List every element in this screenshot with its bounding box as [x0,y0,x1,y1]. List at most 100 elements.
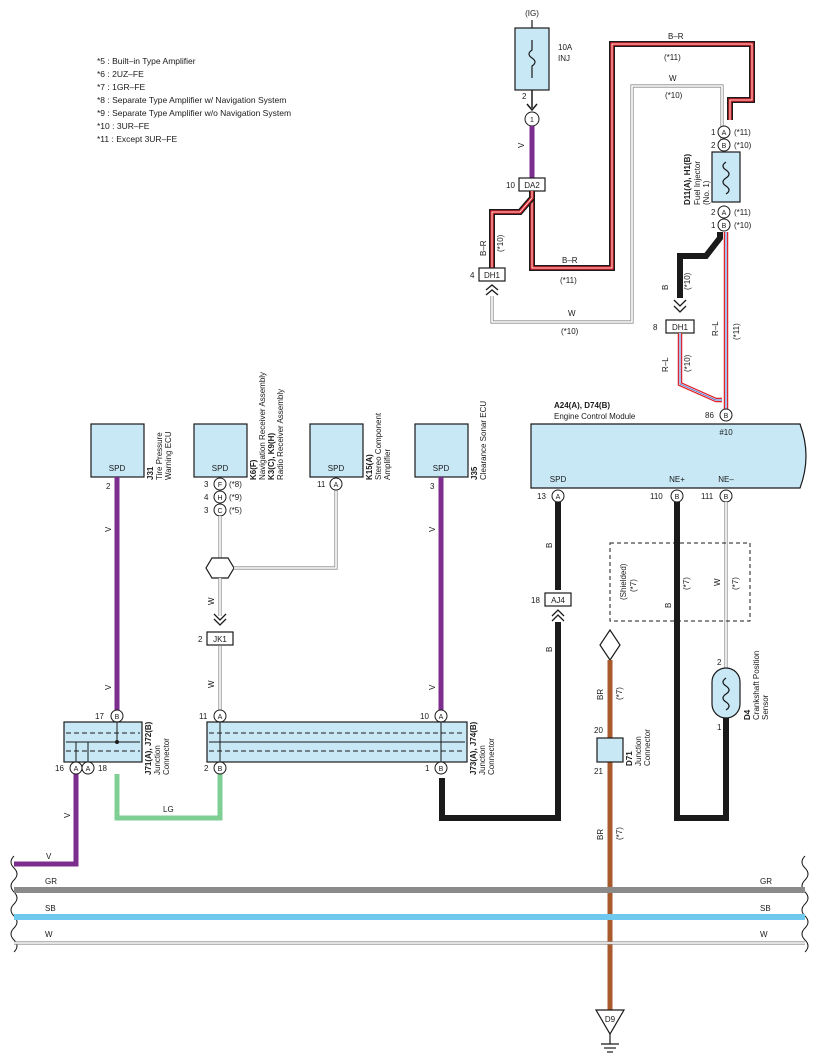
svg-text:20: 20 [594,726,603,735]
svg-text:4: 4 [204,493,209,502]
svg-text:Junction: Junction [634,736,643,766]
svg-text:W: W [207,597,216,605]
wire-br-dh1 [489,196,535,268]
svg-text:3: 3 [204,506,209,515]
svg-text:1: 1 [711,128,716,137]
d71-code: D71 [625,751,634,766]
svg-text:A: A [74,766,79,773]
svg-text:(*11): (*11) [734,208,751,217]
ecm-spd-term: SPD [550,475,567,484]
note-7: *7 : 1GR–FE [97,82,146,92]
svg-text:(*7): (*7) [682,577,691,590]
svg-text:Connector: Connector [643,729,652,766]
svg-text:Junction: Junction [153,745,162,775]
svg-text:SB: SB [760,904,771,913]
svg-text:K6(F): K6(F) [249,459,258,480]
sensor-name2: Sensor [761,694,770,720]
svg-text:A: A [86,766,91,773]
wire-b-dh1-label: B [661,285,670,290]
wire-rl-dh1 [677,333,722,403]
note-6: *6 : 2UZ–FE [97,69,144,79]
ecm-variant-code: #10 [719,428,733,437]
fuse-icon [528,40,536,78]
splice-icon-br [599,628,621,662]
wire-w-injector [490,84,724,324]
svg-text:Warning ECU: Warning ECU [164,431,173,480]
wire-br-dh1-label: B–R [479,240,488,256]
svg-text:B: B [675,494,680,501]
ground-d9-label: D9 [605,1015,616,1024]
svg-text:W: W [760,930,768,939]
svg-text:(*9): (*9) [229,493,242,502]
svg-text:3: 3 [204,480,209,489]
wire-v-label-top: V [517,142,526,148]
svg-text:11: 11 [199,712,208,721]
svg-text:Stereo Component: Stereo Component [374,412,383,480]
svg-text:Connector: Connector [162,738,171,775]
ecm-pin-spd: 13 [537,492,546,501]
connector-dh1-left-label: DH1 [484,271,501,280]
ecm-neplus-term: NE+ [669,475,685,484]
svg-text:B: B [722,223,727,230]
svg-text:BR: BR [596,689,605,700]
svg-text:(*10): (*10) [734,221,752,230]
sensor-code: D4 [743,709,752,720]
ecm-box [530,423,807,489]
svg-text:K3(C), K9(H): K3(C), K9(H) [267,433,276,480]
svg-text:Clearance Sonar ECU: Clearance Sonar ECU [479,401,488,480]
fuse-pin: 2 [522,92,527,101]
injector-code: D11(A), H1(B) [683,154,692,205]
svg-text:B: B [722,143,727,150]
svg-text:1: 1 [711,221,716,230]
svg-text:H: H [217,495,222,502]
svg-text:BR: BR [596,829,605,840]
svg-text:B: B [724,494,729,501]
wire-b-dh1-variant: (*10) [683,272,692,290]
wire-br-injector [529,41,755,271]
svg-text:2: 2 [711,208,716,217]
wire-rl-dh1-variant: (*10) [683,354,692,372]
wire-b-neplus [674,502,729,821]
ecm-name: Engine Control Module [554,412,636,421]
splice-icon-w [205,557,235,579]
connector-aj4-label: AJ4 [551,596,565,605]
injector-name: Fuel Injector [693,161,702,205]
injector-box [711,151,741,203]
ecm-neminus-term: NE– [718,475,734,484]
svg-text:B: B [664,603,673,608]
svg-text:J73(A), J74(B): J73(A), J74(B) [469,721,478,775]
navigation-receiver: SPD F H C 3 4 3 (*8) (*9) (*5) K6(F) Nav… [193,372,285,517]
svg-text:(*10): (*10) [734,141,752,150]
svg-text:B: B [545,543,554,548]
note-11: *11 : Except 3UR–FE [97,134,177,144]
tire-pressure-ecu: SPD 2 J31 Tire Pressure Warning ECU [90,423,173,491]
svg-text:3: 3 [430,482,435,491]
wire-rl-inj-variant: (*11) [732,323,741,340]
wire-w-bottom-variant: (*10) [561,327,579,336]
fuse-rating: 10A [558,43,573,52]
svg-text:(*5): (*5) [229,506,242,515]
svg-text:A: A [556,494,561,501]
svg-text:1: 1 [425,764,430,773]
svg-text:B: B [439,766,444,773]
svg-text:SPD: SPD [328,464,345,473]
shield-label: (Shielded) [619,563,628,600]
svg-text:A: A [722,210,727,217]
wire-lg [114,774,223,821]
svg-text:(*7): (*7) [629,579,638,592]
svg-text:SPD: SPD [109,464,126,473]
wire-b-spd-bottom [439,622,561,821]
crankshaft-position-sensor: 2 1 D4 Crankshaft Position Sensor [711,651,770,732]
wire-w-k15 [234,490,338,570]
connector-dh1-left-pin: 4 [470,271,475,280]
svg-text:W: W [713,578,722,586]
stereo-amplifier: SPD A 11 K15(A) Stereo Component Amplifi… [309,412,392,491]
sensor-name: Crankshaft Position [752,651,761,720]
svg-text:Radio Receiver Assembly: Radio Receiver Assembly [276,389,285,480]
svg-text:11: 11 [317,480,326,489]
svg-text:18: 18 [98,764,107,773]
connector-jk1-label: JK1 [213,635,227,644]
svg-text:Tire Pressure: Tire Pressure [155,432,164,480]
svg-text:2: 2 [717,658,722,667]
